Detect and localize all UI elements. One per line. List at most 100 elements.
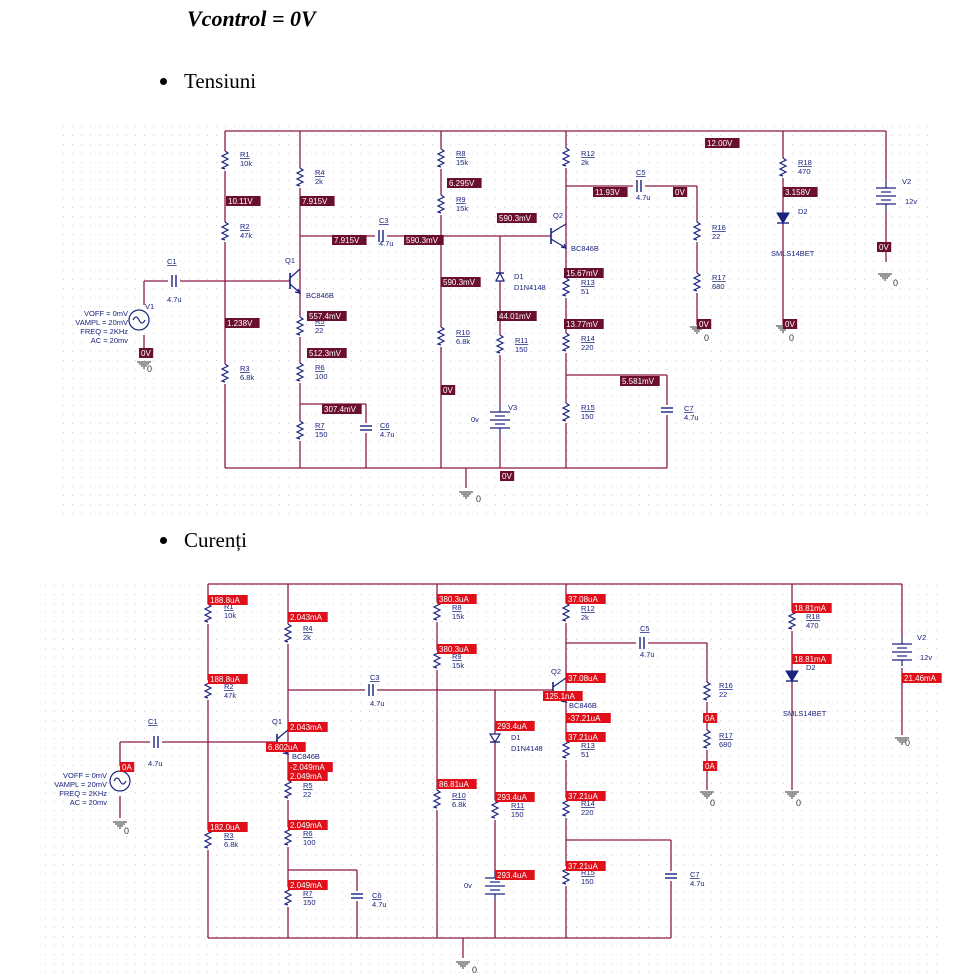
resistor-r13 [561,739,571,760]
resistor-r6-refdes: R6 [303,829,313,838]
resistor-r12-value: 2k [581,158,589,167]
capacitor-c1-refdes: C1 [148,717,158,726]
resistor-r9-refdes: R9 [456,195,466,204]
capacitor-c7-label: C74.7u [684,404,699,422]
battery-v3-value: 0v [471,415,479,424]
resistor-r10-value: 6.8k [452,800,466,809]
resistor-r8-refdes: R8 [452,603,462,612]
voltage-probe-1: 10.11V [226,196,261,206]
resistor-r6-value: 100 [315,372,328,381]
current-probe-12-text: 2.043mA [290,723,323,732]
resistor-r2-refdes: R2 [224,682,234,691]
current-probe-17: -2.049mA [288,762,333,772]
current-probe-4: 18.81mA [792,603,832,613]
current-wires [119,583,903,958]
voltage-probe-0: 12.00V [705,138,740,148]
resistor-r3-label: R36.8k [224,831,238,849]
ground-label-2: 0 [893,278,898,288]
current-probe-16: 37.21uA [566,732,606,742]
capacitor-c6-label: C64.7u [380,421,395,439]
resistor-r14-refdes: R14 [581,334,595,343]
resistor-r7-value: 150 [303,898,316,907]
resistor-r4 [283,623,293,644]
resistor-r15 [561,402,571,423]
capacitor-c7-refdes: C7 [690,870,700,879]
capacitor-c5-value: 4.7u [640,650,655,659]
bullet-currents-label: Curenți [184,528,247,552]
current-probe-15-text: 6.802uA [268,743,298,752]
resistor-r8 [436,148,446,169]
voltage-probe-16-text: 512.3mV [309,349,342,358]
resistor-r14-value: 220 [581,808,594,817]
resistor-r5-refdes: R5 [315,317,325,326]
voltage-probe-16: 512.3mV [307,348,347,358]
capacitor-c5-label: C54.7u [640,624,655,659]
diode-d1-refdes: D1 [514,272,524,281]
voltage-probe-23-text: 0V [785,320,795,329]
ground-label-4: 0 [796,798,801,808]
resistor-r16 [702,681,712,702]
resistor-r2 [220,221,230,242]
voltage-probe-8: 7.915V [332,235,367,245]
voltage-probe-15-text: 13.77mV [566,320,599,329]
voltage-probe-18: 5.581mV [620,376,660,386]
resistor-r14-value: 220 [581,343,594,352]
voltage-probe-9-text: 590.3mV [406,236,439,245]
resistor-r18-value: 470 [798,167,811,176]
capacitor-c3-refdes: C3 [379,216,389,225]
capacitor-c7-value: 4.7u [690,879,705,888]
current-probe-20-text: 0A [122,763,132,772]
ac-source-v1 [109,770,131,792]
ground-symbol-3 [700,791,714,799]
capacitor-c3-value: 4.7u [370,699,385,708]
resistor-r10 [432,789,442,810]
transistor-q1-refdes: Q1 [285,256,295,265]
resistor-r5-value: 22 [303,790,311,799]
voltage-probe-14: 44.01mV [497,311,537,321]
ground-label-1: 0 [476,494,481,504]
resistor-r8-refdes: R8 [456,149,466,158]
resistor-r17-value: 680 [712,282,725,291]
voltage-probe-19: 307.4mV [322,404,362,414]
capacitor-c1-refdes: C1 [167,257,177,266]
resistor-r16-refdes: R16 [712,223,726,232]
resistor-r10-value: 6.8k [456,337,470,346]
current-probe-7-text: 18.81mA [794,655,827,664]
resistor-r9-value: 15k [456,204,468,213]
current-probe-7: 18.81mA [792,654,832,664]
resistor-r12-refdes: R12 [581,604,595,613]
resistor-r1-value: 10k [240,159,252,168]
current-probe-6: 188.8uA [208,674,248,684]
page-heading: Vcontrol = 0V [187,6,316,31]
resistor-r3 [203,829,213,850]
transistor-q1-model: BC846B [292,752,320,761]
current-probe-14: 0A [703,713,718,723]
current-probe-11: -37.21uA [566,713,611,723]
resistor-r5 [283,779,293,800]
resistor-r1 [203,603,213,624]
source-voff: VOFF = 0mV [63,771,107,780]
voltage-probe-24: 0V [500,471,515,481]
capacitor-c1 [169,275,179,287]
resistor-r2-refdes: R2 [240,222,250,231]
resistor-r18 [778,157,788,178]
bullet-currents: Curenți [160,528,247,553]
current-probe-24: 182.0uA [208,822,248,832]
resistor-r8 [432,601,442,622]
ground-symbol-2 [878,273,892,281]
resistor-r12-refdes: R12 [581,149,595,158]
resistor-r10 [436,326,446,347]
current-probe-3-text: 37.08uA [568,595,598,604]
voltage-probe-2: 7.915V [300,196,335,206]
diode-d1 [488,733,502,744]
